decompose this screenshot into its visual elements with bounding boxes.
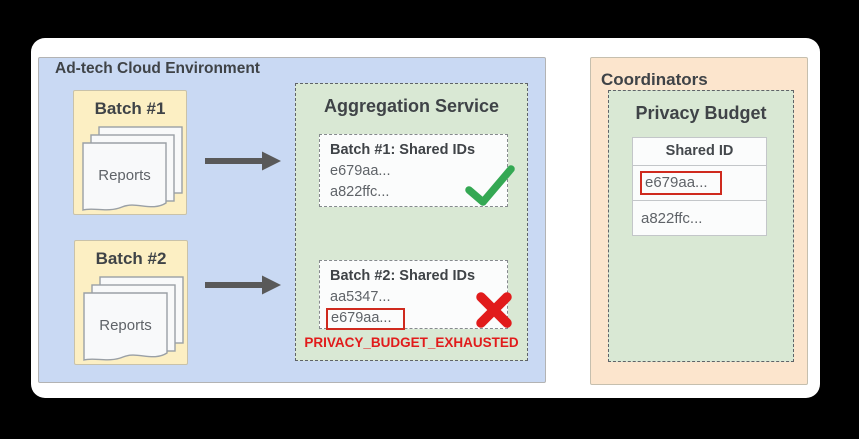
batch2-title: Batch #2 xyxy=(95,249,167,268)
aggregation-service-box: Aggregation Service Batch #1: Shared IDs… xyxy=(295,83,528,361)
shared-id-value: e679aa... xyxy=(330,163,391,179)
coordinators-title: Coordinators xyxy=(601,70,708,89)
privacy-budget-exhausted-label: PRIVACY_BUDGET_EXHAUSTED xyxy=(304,335,519,350)
table-row: e679aa... xyxy=(633,166,766,200)
table-row: a822ffc... xyxy=(633,200,766,235)
batch1-card: Batch #1 Reports xyxy=(73,90,187,215)
duplicate-shared-id-highlight: e679aa... xyxy=(640,171,722,195)
adtech-cloud-environment-title: Ad-tech Cloud Environment xyxy=(55,60,260,77)
batch2-shared-ids-panel: Batch #2: Shared IDs aa5347... e679aa... xyxy=(319,260,508,330)
shared-id-value: aa5347... xyxy=(330,289,391,305)
privacy-budget-title: Privacy Budget xyxy=(635,103,767,123)
privacy-budget-box: Privacy Budget Shared ID e679aa... a822f… xyxy=(608,90,794,362)
shared-id-value: a822ffc... xyxy=(641,209,703,227)
batch1-shared-ids-heading: Batch #1: Shared IDs xyxy=(330,142,476,158)
coordinators-box: Coordinators Privacy Budget Shared ID e6… xyxy=(590,57,808,385)
batch1-shared-ids-panel: Batch #1: Shared IDs e679aa... a822ffc..… xyxy=(319,134,508,207)
shared-id-table: Shared ID e679aa... a822ffc... xyxy=(632,137,767,236)
shared-id-table-header: Shared ID xyxy=(633,138,766,166)
aggregation-service-title: Aggregation Service xyxy=(323,96,500,116)
batch2-reports-label: Reports xyxy=(99,317,152,334)
reports-stack-icon xyxy=(83,276,184,361)
shared-id-value: a822ffc... xyxy=(330,184,390,200)
batch1-reports-label: Reports xyxy=(98,167,151,184)
batch2-shared-ids-heading: Batch #2: Shared IDs xyxy=(330,268,476,284)
reports-stack-icon xyxy=(82,126,183,211)
batch1-title: Batch #1 xyxy=(94,99,166,118)
duplicate-shared-id-highlight: e679aa... xyxy=(326,308,406,330)
batch2-card: Batch #2 Reports xyxy=(74,240,188,365)
